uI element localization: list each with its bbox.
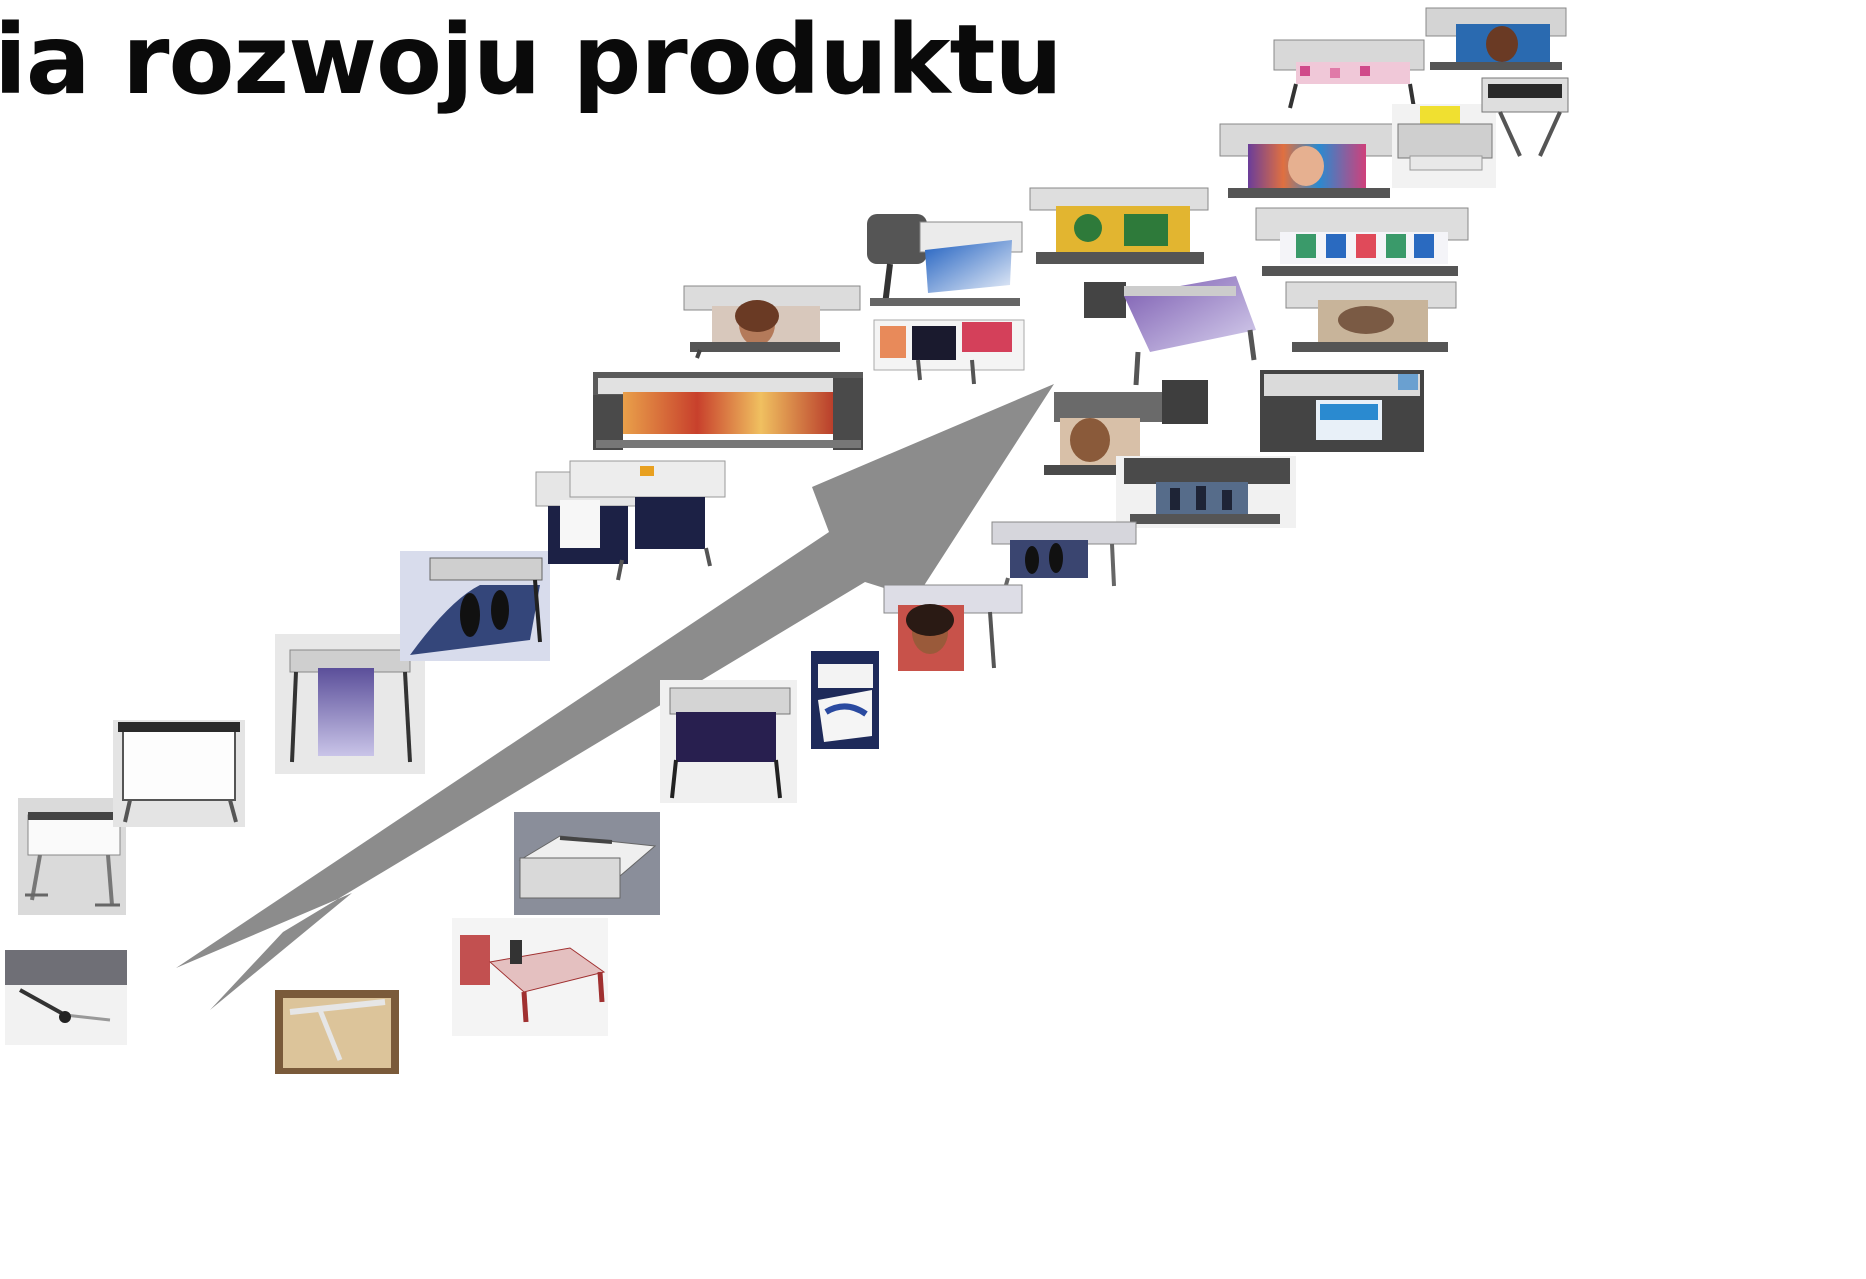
falcon-cutting-plotter [660, 680, 797, 803]
desktop-uv-printer [1392, 104, 1496, 188]
flatbed-uv-printer [1084, 276, 1257, 386]
slide-title: ia rozwoju produktu [0, 4, 1063, 116]
vinyl-cutter-blue [811, 651, 879, 749]
growth-arrow [176, 384, 1054, 1010]
jersey-printer [1029, 187, 1209, 264]
compact-uv-printer [1481, 77, 1569, 157]
textile-printer-floral [593, 372, 863, 450]
penguin-inkjet-printer [991, 521, 1137, 587]
colorful-pattern-printer [1273, 39, 1425, 109]
smiling-woman-printer [883, 584, 1023, 671]
desktop-cutting-plotter [18, 798, 126, 915]
manual-plotter-arm [5, 950, 127, 1045]
inkjet-printer-portrait [683, 285, 861, 359]
dual-inkjet-printers [535, 460, 726, 581]
flatbed-cutting-table [452, 918, 608, 1036]
colorful-face-printer [1219, 123, 1395, 198]
drafting-board-plotter [275, 990, 399, 1074]
wide-printer-crowd [1116, 456, 1296, 528]
tshirt-printer [1255, 207, 1469, 276]
roll-printer-banner [867, 214, 1023, 306]
uv-printer-woman [1044, 380, 1208, 475]
solvent-printer-banner [873, 319, 1025, 385]
photo-portrait-printer [1285, 281, 1457, 352]
penguin-print-plotter [400, 551, 550, 661]
face-printer-top [1425, 7, 1567, 70]
flatbed-cutter-gray [514, 812, 660, 915]
sign-printer [1260, 370, 1424, 452]
pen-plotter-wide [113, 720, 245, 827]
